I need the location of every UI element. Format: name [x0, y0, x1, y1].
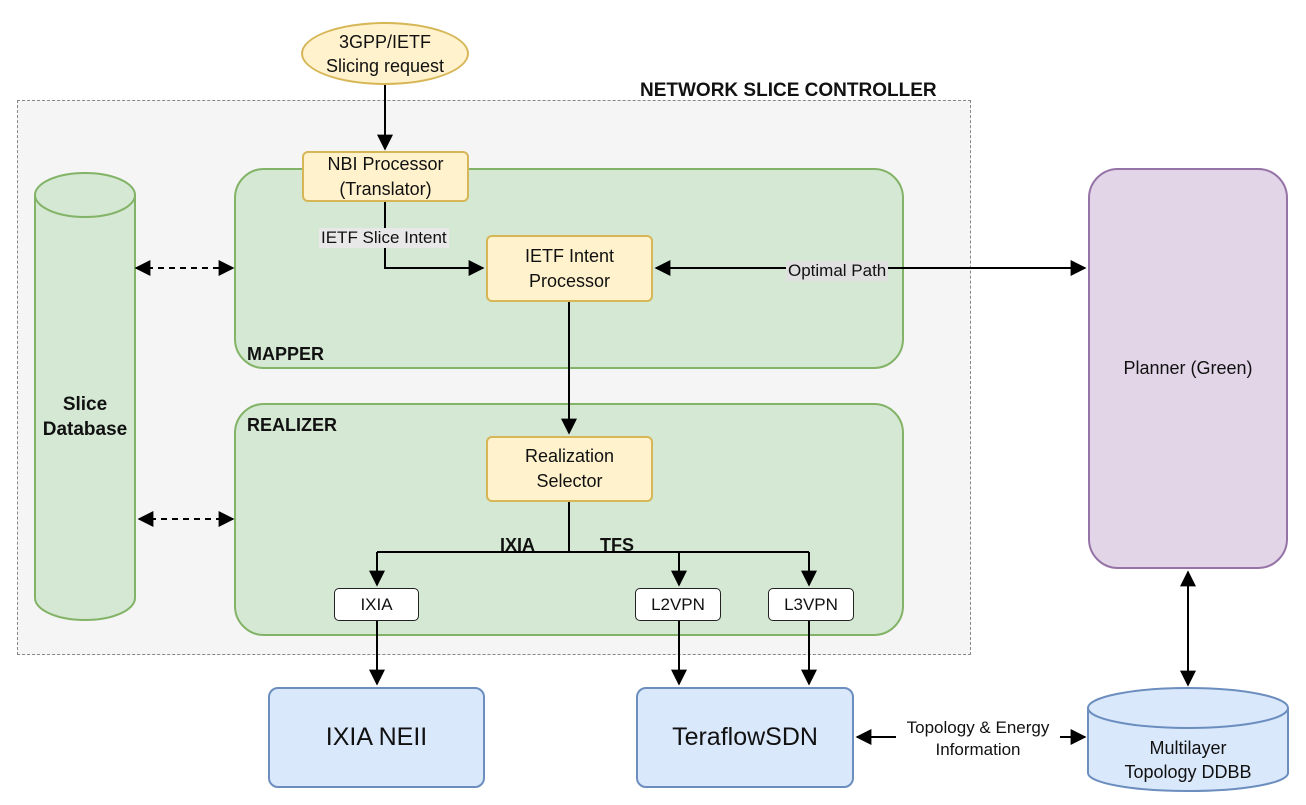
intent-processor-line1: IETF Intent	[524, 245, 615, 266]
slicing-request-line2: Slicing request	[325, 55, 445, 76]
realization-selector-line2: Selector	[536, 471, 603, 491]
realizer-title: REALIZER	[247, 415, 337, 435]
slice-database-label: Slice Database	[35, 390, 135, 444]
ixia-module: IXIA	[334, 588, 419, 621]
intent-processor-line2: Processor	[528, 270, 610, 291]
realization-selector-line1: Realization	[524, 446, 615, 466]
nbi-processor-node: NBI Processor (Translator)	[302, 151, 469, 202]
topology-db-label: Multilayer Topology DDBB	[1088, 735, 1288, 785]
l3vpn-module-label: L3VPN	[784, 594, 838, 614]
ixia-neii-label: IXIA NEII	[325, 723, 428, 751]
nbi-processor-line2: (Translator)	[339, 178, 432, 199]
slice-database-line1: Slice	[62, 394, 108, 415]
topology-energy-line2: Information	[935, 740, 1021, 759]
slicing-request-line1: 3GPP/IETF	[338, 31, 431, 52]
topology-energy-label: Topology & Energy Information	[896, 716, 1060, 762]
slicing-request-node: 3GPP/IETF Slicing request	[301, 22, 469, 85]
slice-database-cylinder	[34, 172, 136, 621]
l3vpn-module: L3VPN	[768, 588, 854, 621]
teraflowsdn-node: TeraflowSDN	[636, 687, 854, 788]
topology-db-line1: Multilayer	[1149, 738, 1227, 758]
planner-label: Planner (Green)	[1123, 358, 1253, 378]
ixia-neii-node: IXIA NEII	[268, 687, 485, 788]
l2vpn-module-label: L2VPN	[651, 594, 705, 614]
slice-intent-label: IETF Slice Intent	[319, 228, 449, 248]
network-slice-controller-title: NETWORK SLICE CONTROLLER	[640, 80, 937, 101]
topology-energy-line1: Topology & Energy	[906, 718, 1050, 737]
realization-selector-node: Realization Selector	[486, 436, 653, 502]
intent-processor-node: IETF Intent Processor	[486, 235, 653, 302]
topology-db-line2: Topology DDBB	[1124, 762, 1252, 782]
slice-database-line2: Database	[42, 419, 128, 440]
branch-tfs-label: TFS	[600, 535, 634, 555]
teraflowsdn-label: TeraflowSDN	[672, 723, 818, 751]
branch-ixia-label: IXIA	[500, 535, 536, 555]
topology-db-cylinder	[1087, 687, 1289, 792]
ixia-module-label: IXIA	[360, 594, 393, 614]
l2vpn-module: L2VPN	[635, 588, 721, 621]
planner-node: Planner (Green)	[1088, 168, 1288, 569]
optimal-path-label: Optimal Path	[786, 261, 889, 281]
edge-nbi-to-intent	[384, 202, 485, 276]
mapper-title: MAPPER	[247, 344, 325, 364]
nbi-processor-line1: NBI Processor	[327, 153, 444, 174]
